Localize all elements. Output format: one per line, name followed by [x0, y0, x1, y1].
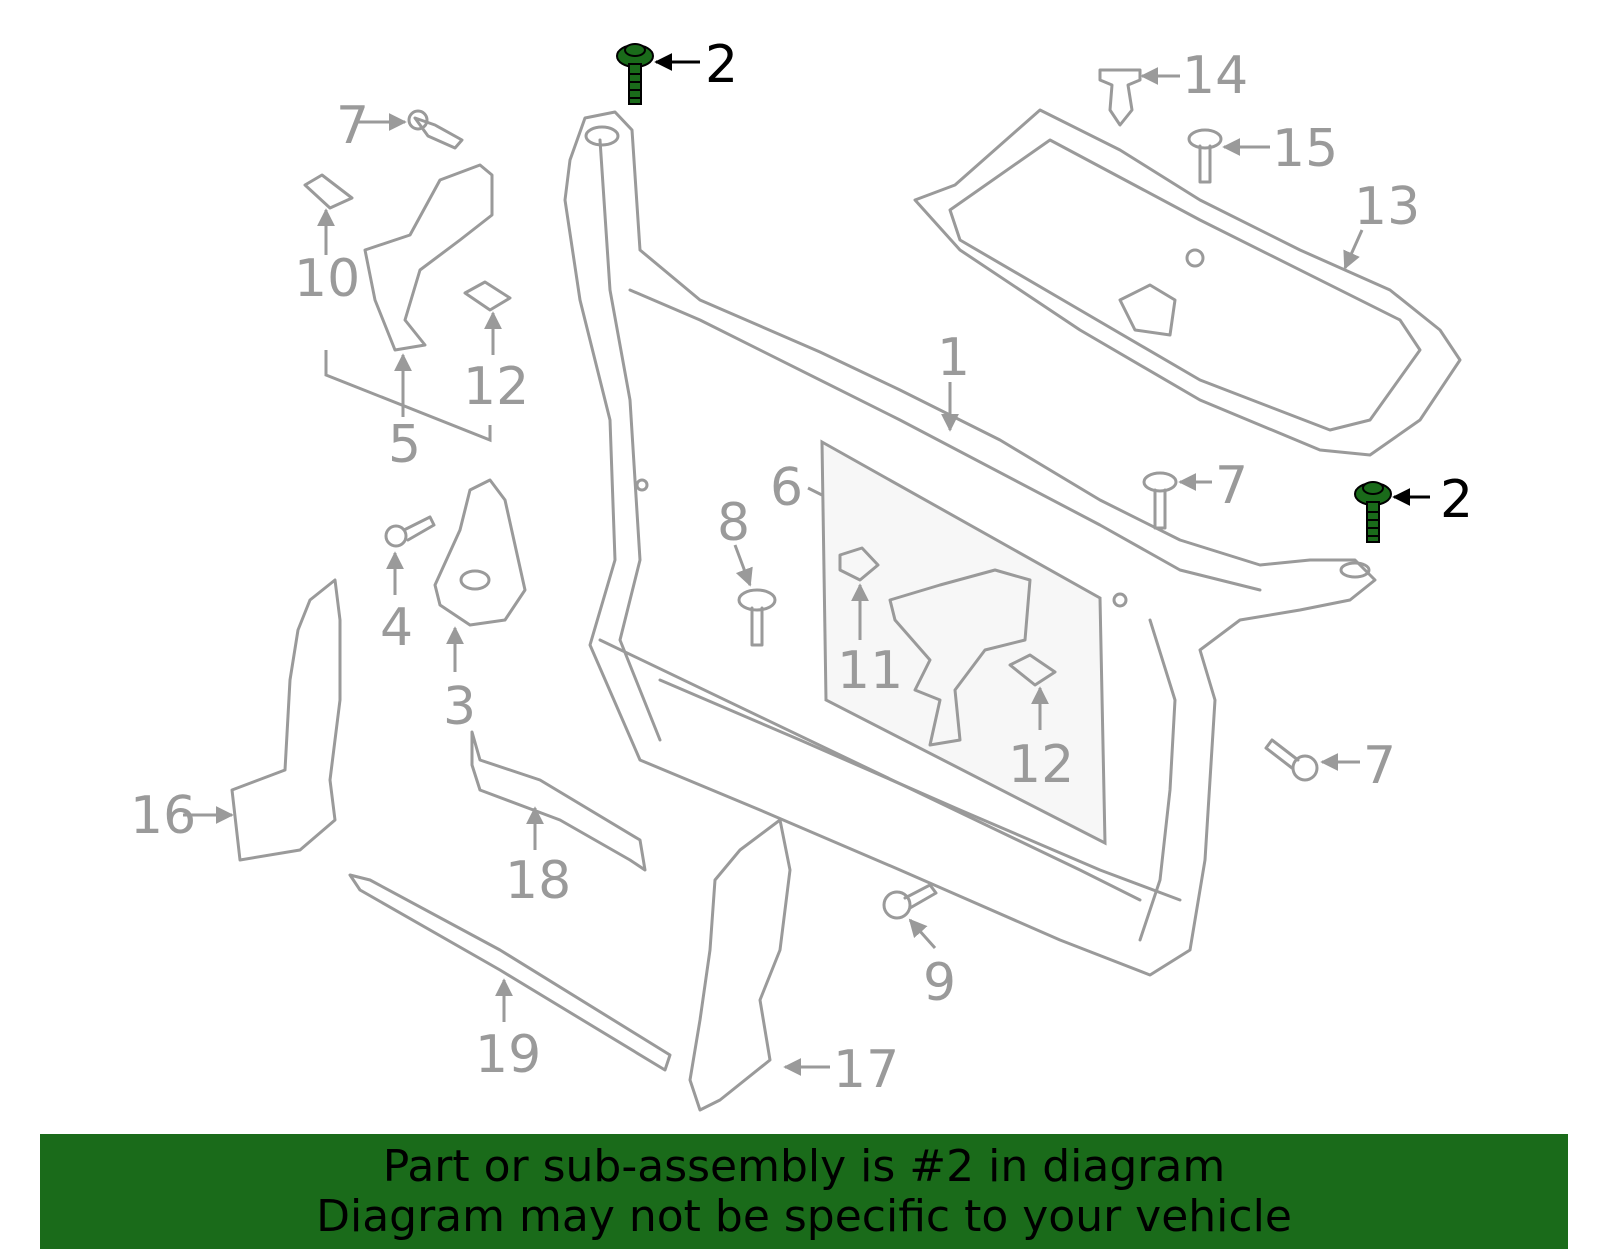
- banner-line-disclaimer: Diagram may not be specific to your vehi…: [316, 1191, 1292, 1242]
- air-deflector-17: [688, 818, 792, 1112]
- air-deflector-16: [230, 578, 342, 862]
- bracket-10: [303, 163, 494, 443]
- seal-strip-19: [348, 873, 672, 1072]
- callout-16: 16: [130, 786, 196, 846]
- callout-10: 10: [294, 249, 360, 309]
- callout-2-right: 2: [1440, 470, 1473, 530]
- callout-12-upper: 12: [463, 357, 529, 417]
- bolt-4: [384, 515, 436, 548]
- banner-line-part: Part or sub-assembly is #2 in diagram: [382, 1141, 1226, 1192]
- nut-clip-12-lower: [1008, 653, 1057, 687]
- nut-clip-12-upper: [463, 280, 512, 312]
- bolt-2-top-highlighted: [616, 43, 654, 105]
- seal-strip-18: [470, 730, 647, 872]
- callout-5: 5: [388, 415, 421, 475]
- callout-7-middle-right: 7: [1215, 456, 1248, 516]
- callout-2-top: 2: [705, 35, 738, 95]
- callout-17: 17: [833, 1040, 899, 1100]
- callout-7-lower-right: 7: [1363, 736, 1396, 796]
- callout-3: 3: [443, 677, 476, 737]
- callout-4: 4: [380, 598, 413, 658]
- bolt-7-upper-left: [407, 109, 464, 150]
- bolt-8: [737, 588, 777, 647]
- bolt-7-middle-right: [1142, 471, 1178, 530]
- bracket-3: [433, 478, 527, 627]
- bolt-7-lower-right: [1264, 738, 1319, 782]
- callout-9: 9: [923, 953, 956, 1013]
- bolt-15: [1187, 128, 1223, 184]
- leader-lines: [183, 53, 1430, 1076]
- callout-19: 19: [475, 1025, 541, 1085]
- callout-1: 1: [937, 328, 970, 388]
- callout-6: 6: [770, 458, 803, 518]
- radiator-panel: [820, 439, 1107, 846]
- clip-14: [1098, 68, 1142, 127]
- callout-8: 8: [717, 493, 750, 553]
- callout-7-upper-left: 7: [336, 96, 369, 156]
- callout-18: 18: [505, 851, 571, 911]
- bracket-11: [838, 546, 1032, 747]
- upper-cover: [913, 108, 1462, 457]
- part-info-banner: Part or sub-assembly is #2 in diagram Di…: [40, 1134, 1568, 1249]
- bolt-2-right-highlighted: [1354, 481, 1392, 543]
- callout-15: 15: [1272, 119, 1338, 179]
- callout-12-lower: 12: [1008, 735, 1074, 795]
- radiator-support-frame: [563, 110, 1377, 977]
- bolt-9: [882, 883, 938, 920]
- callout-14: 14: [1182, 46, 1248, 106]
- callout-13: 13: [1354, 177, 1420, 237]
- callout-11: 11: [837, 641, 903, 701]
